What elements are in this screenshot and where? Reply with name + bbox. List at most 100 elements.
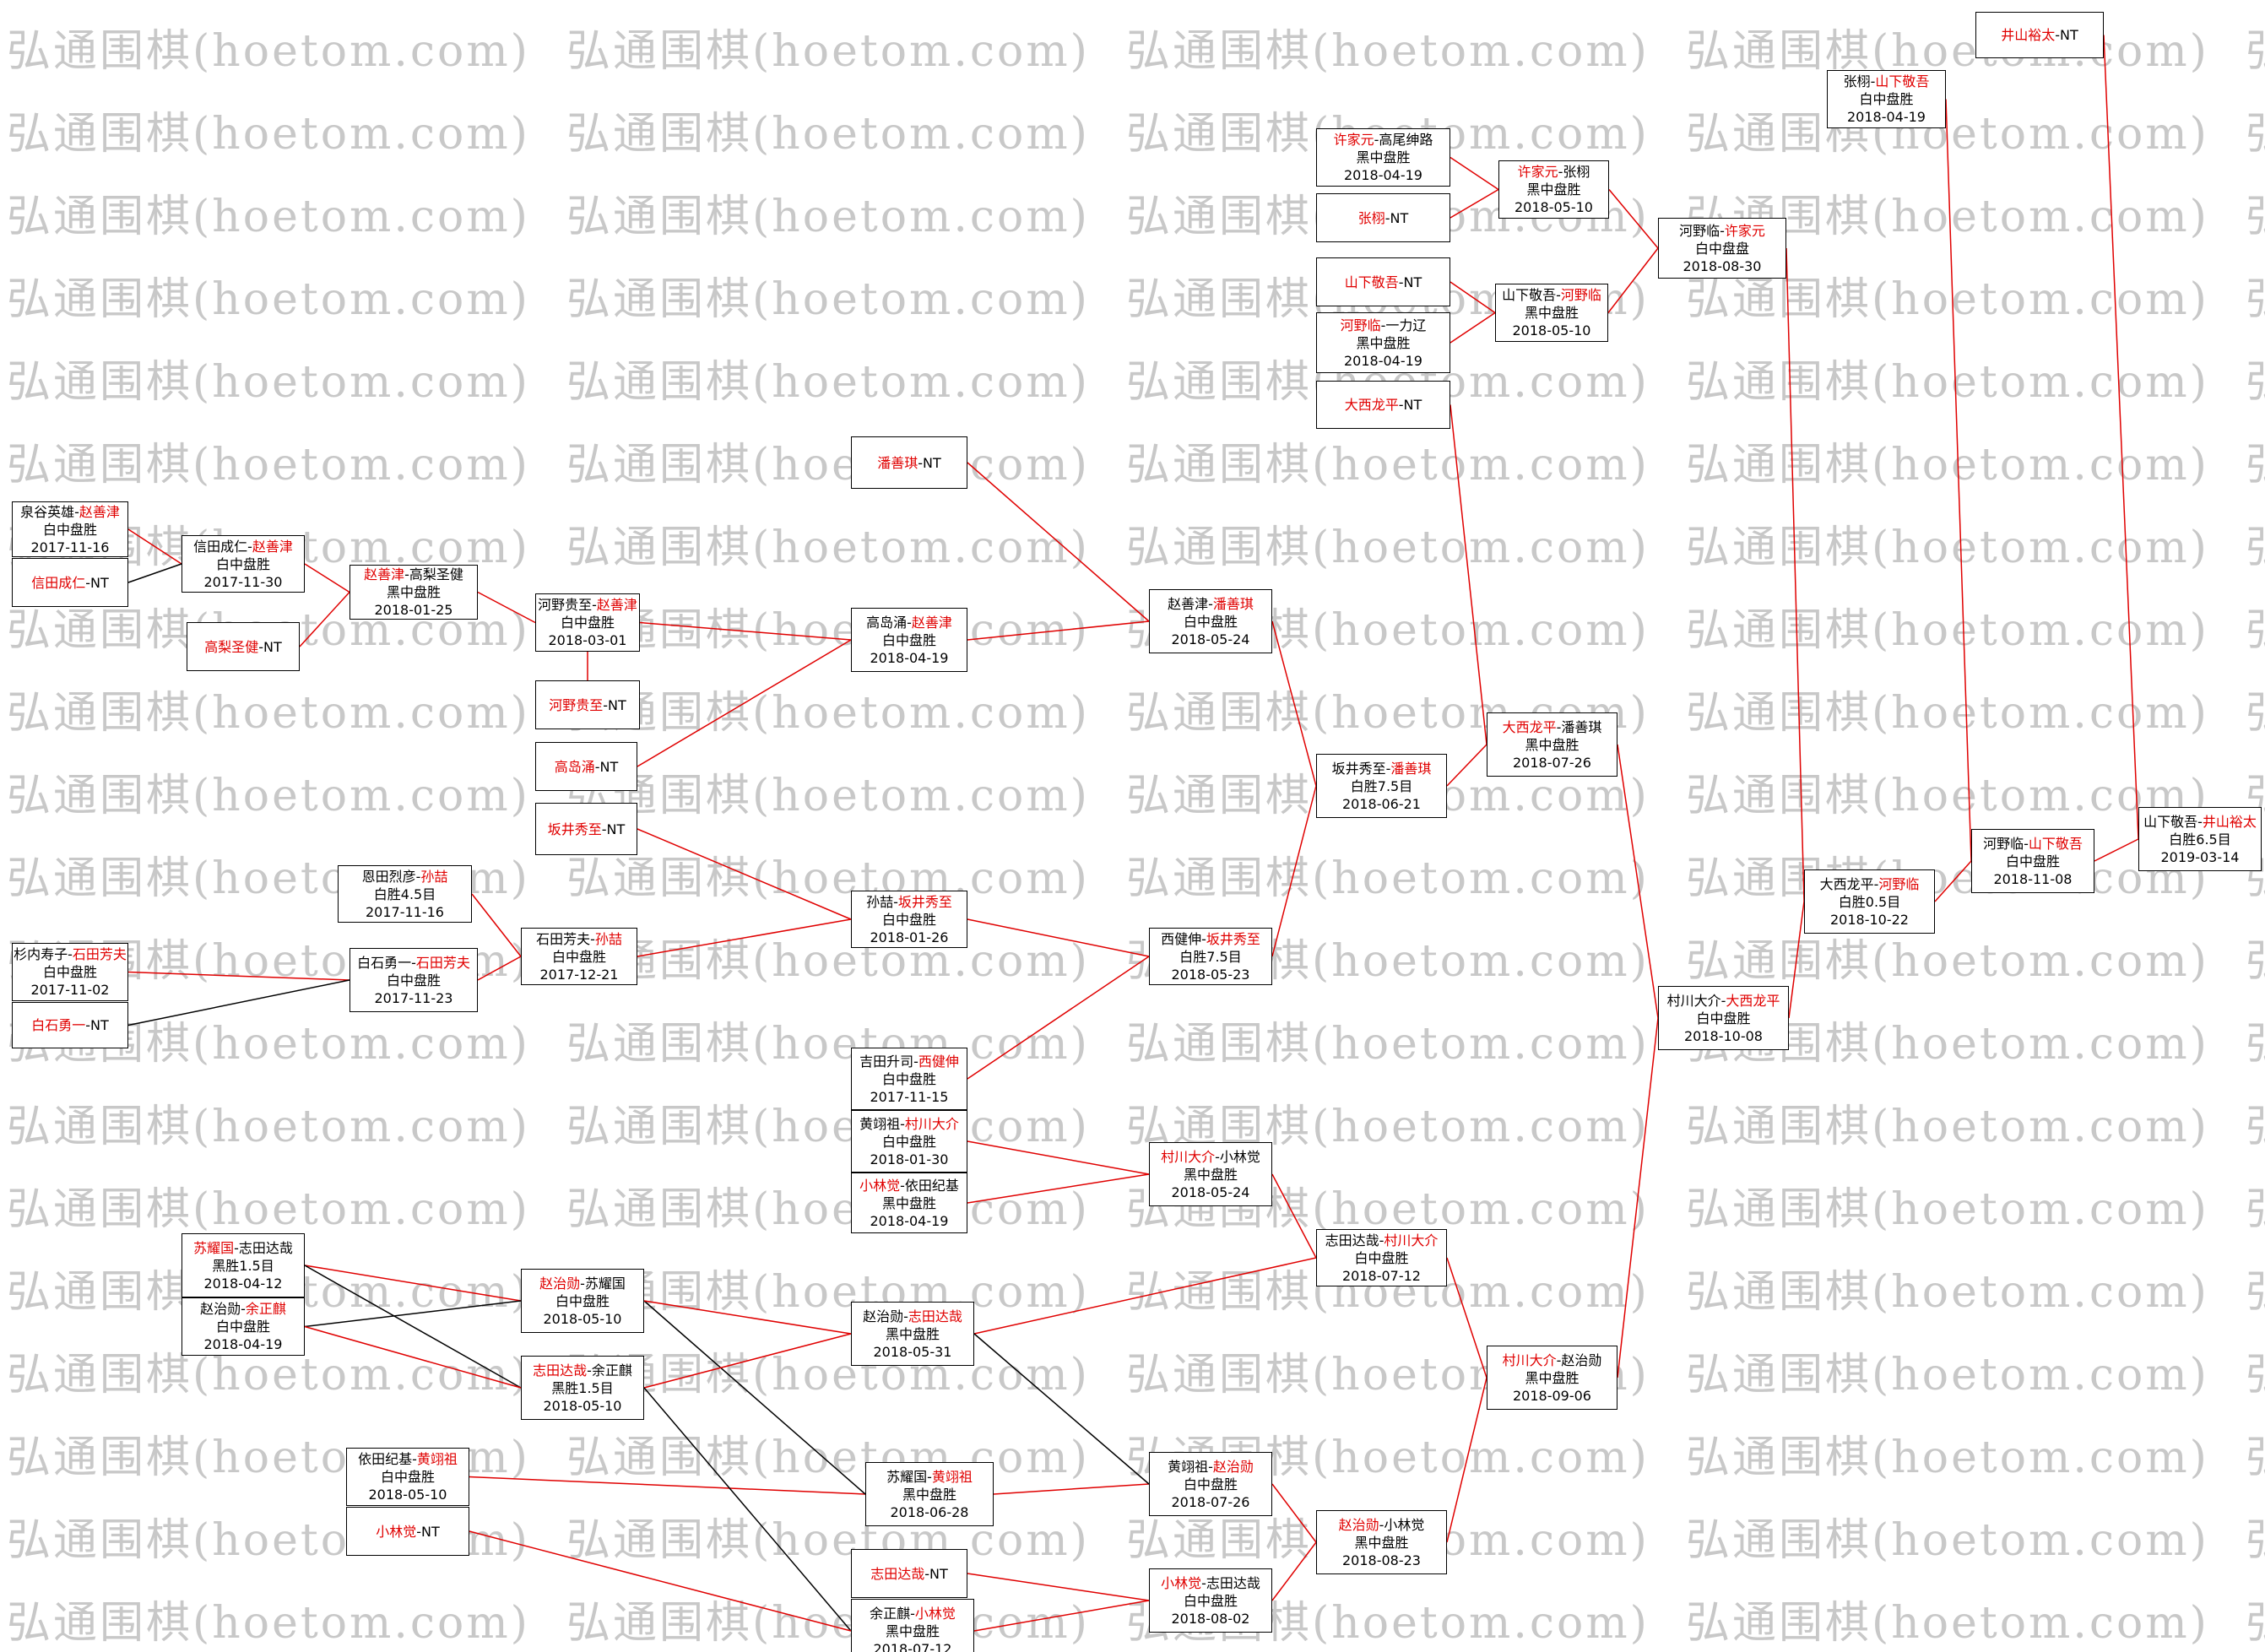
player-name: 小林觉 xyxy=(1161,1574,1202,1591)
match-result: 黑中盘胜 xyxy=(885,1325,940,1342)
watermark-text: 弘通围棋(hoetom.com) xyxy=(2246,181,2265,244)
watermark-text: 弘通围棋(hoetom.com) xyxy=(566,109,1090,160)
watermark-text: 弘通围棋(hoetom.com) xyxy=(1686,26,2209,77)
match-result: 白中盘胜 xyxy=(1183,613,1238,630)
match-box-d2[interactable]: 河野贵至-NT xyxy=(535,680,640,729)
match-result: 白中盘胜 xyxy=(215,1319,270,1335)
match-box-g2[interactable]: 白石勇一-NT xyxy=(12,1002,128,1048)
match-players: 河野贵至-NT xyxy=(549,696,626,714)
match-box-a2[interactable]: 信田成仁-NT xyxy=(12,558,128,607)
player-name: 余正麒- xyxy=(870,1605,915,1622)
watermark-text: 弘通围棋(hoetom.com) xyxy=(1126,440,1650,490)
connector-line xyxy=(1934,860,1972,902)
match-players: 小林觉-志田达哉 xyxy=(1161,1574,1260,1592)
player-name: 小林觉 xyxy=(914,1605,956,1622)
match-box-b05[interactable]: 山下敬吾-NT xyxy=(1316,257,1450,306)
player-name: 赵治勋 xyxy=(1338,1516,1379,1533)
match-box-b04[interactable]: 张栩-NT xyxy=(1316,193,1450,242)
match-box-e1[interactable]: 潘善琪-NT xyxy=(851,436,967,489)
match-players: 恩田烈彦-孙喆 xyxy=(362,868,448,886)
connector-line xyxy=(643,1333,852,1389)
match-players: 石田芳夫-孙喆 xyxy=(536,930,622,948)
match-date: 2017-11-16 xyxy=(366,903,444,920)
watermark-text: 弘通围棋(hoetom.com) xyxy=(2246,1256,2265,1319)
connector-line xyxy=(477,591,536,624)
connector-line xyxy=(1617,744,1659,1019)
match-result: 白中盘胜 xyxy=(555,1292,610,1309)
player-name: 赵善津 xyxy=(364,566,405,582)
match-box-b07[interactable]: 大西龙平-NT xyxy=(1316,381,1450,429)
player-name: -NT xyxy=(1398,274,1422,290)
connector-line xyxy=(1271,785,1317,957)
match-box-t1[interactable]: 志田达哉-NT xyxy=(851,1549,967,1598)
player-name: 信田成仁- xyxy=(193,538,252,555)
match-box-b01[interactable]: 井山裕太-NT xyxy=(1975,12,2104,58)
player-name: 河野临 xyxy=(1878,875,1920,892)
player-name: 黄翊祖 xyxy=(931,1468,973,1485)
watermark-text: 弘通围棋(hoetom.com) xyxy=(1686,605,2209,656)
watermark-text: 弘通围棋(hoetom.com) xyxy=(2246,1339,2265,1402)
player-name: 村川大介 xyxy=(1384,1232,1439,1248)
match-box-p4[interactable]: 小林觉-NT xyxy=(346,1507,469,1556)
match-box-d4[interactable]: 坂井秀至-NT xyxy=(535,803,637,855)
match-box-d3[interactable]: 高岛涌-NT xyxy=(535,742,637,791)
match-players: 井山裕太-NT xyxy=(2001,26,2078,44)
player-name: -苏耀国 xyxy=(580,1275,626,1292)
connector-line xyxy=(637,828,852,920)
player-name: 杉内寿子- xyxy=(14,946,73,962)
player-name: -小林觉 xyxy=(1215,1148,1260,1165)
player-name: 村川大介- xyxy=(1666,992,1726,1009)
player-name: 山下敬吾 xyxy=(1344,274,1399,290)
match-box-b2[interactable]: 高梨圣健-NT xyxy=(187,622,300,671)
match-players: 高岛涌-NT xyxy=(555,758,619,776)
watermark-text: 弘通围棋(hoetom.com) xyxy=(2246,1587,2265,1650)
match-players: 坂井秀至-潘善琪 xyxy=(1332,760,1432,777)
player-name: 河野临 xyxy=(1340,317,1381,333)
player-name: 孙喆 xyxy=(594,930,622,947)
match-players: 村川大介-小林觉 xyxy=(1161,1148,1260,1166)
watermark-text: 弘通围棋(hoetom.com) xyxy=(7,274,530,325)
watermark-text: 弘通围棋(hoetom.com) xyxy=(566,853,1090,904)
